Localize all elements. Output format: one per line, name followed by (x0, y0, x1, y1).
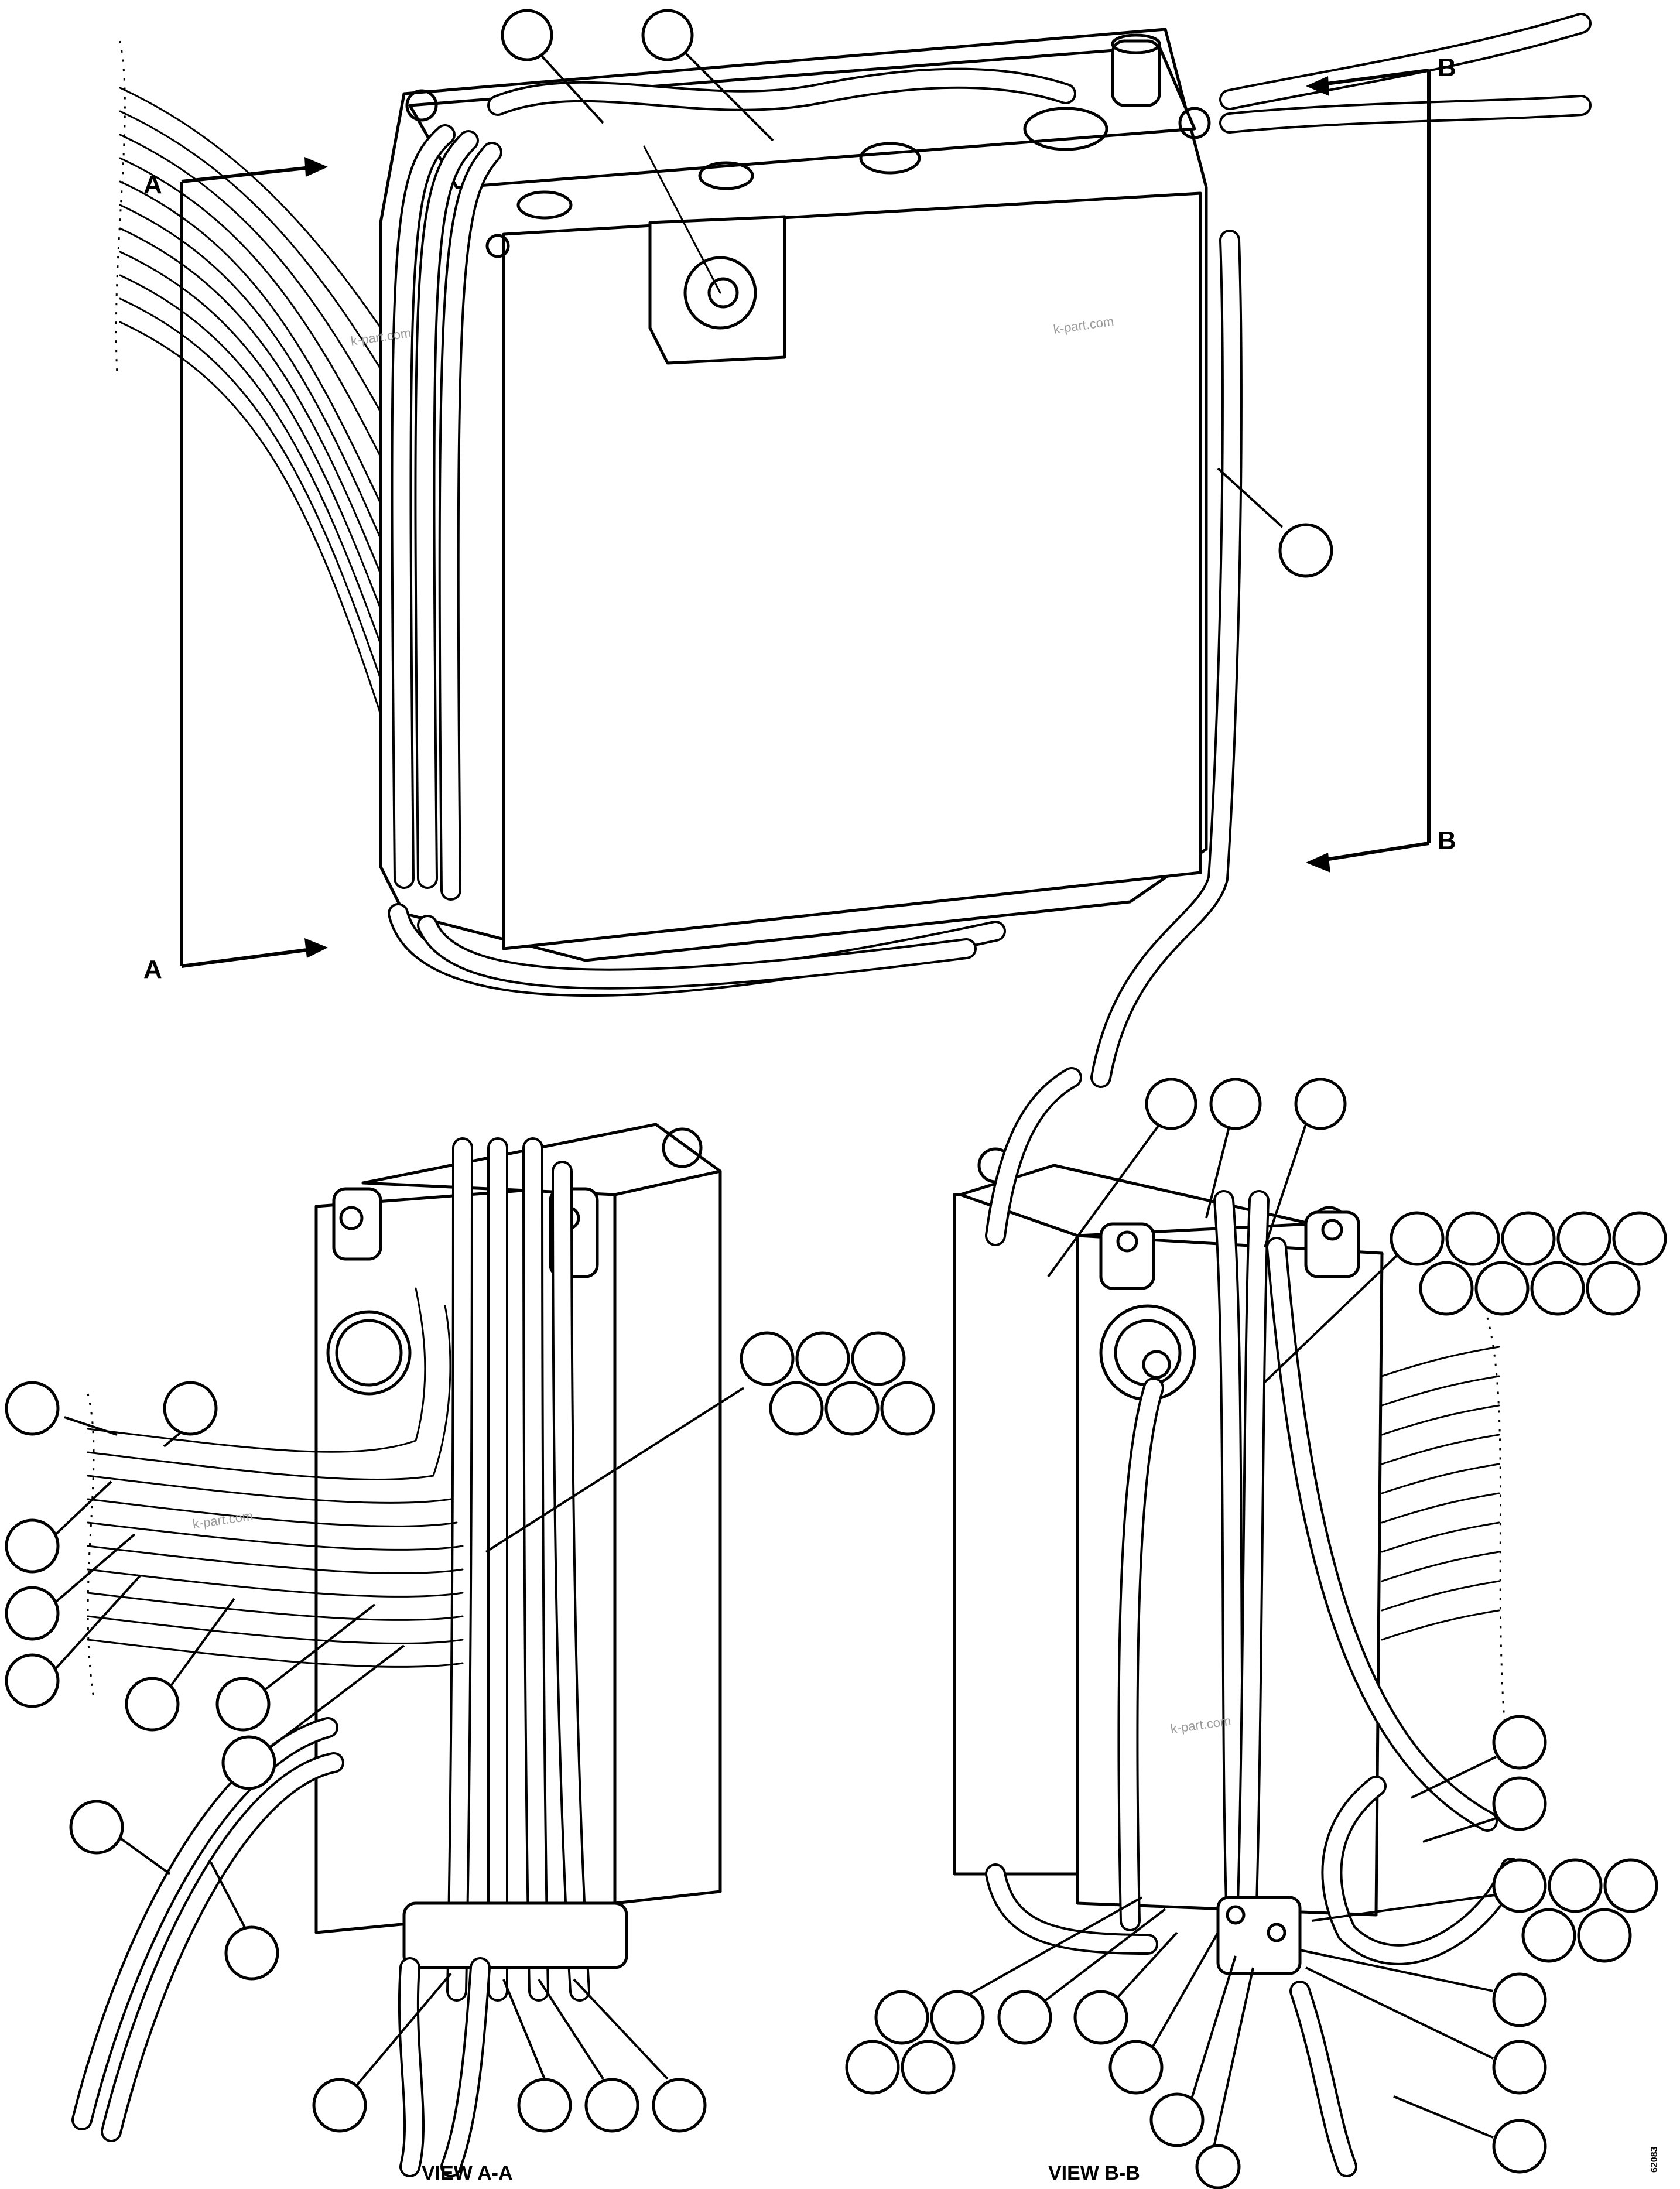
callout-bubble (501, 9, 553, 61)
callouts-main (501, 9, 1333, 578)
section-mark-b-bottom: B (1438, 826, 1456, 855)
view-label-b: VIEW B-B (1048, 2162, 1140, 2184)
main-radiator-view: A A B B k-part.com k-part.com (115, 9, 1592, 1088)
callouts-view-b (845, 1078, 1667, 2189)
section-mark-b-top: B (1438, 53, 1456, 82)
callout-bubble (1278, 523, 1333, 578)
section-arrows (180, 69, 1431, 968)
figure-code: 62083 (1650, 2146, 1660, 2173)
valve-block-icon (1216, 1896, 1302, 1975)
section-mark-a-top: A (143, 170, 162, 199)
section-mark-a-bottom: A (143, 955, 162, 984)
callout-bubble (641, 9, 694, 61)
top-fitting-icon (1023, 107, 1108, 151)
left-cable-bundle (115, 40, 405, 716)
callouts-view-a (5, 1331, 935, 2133)
view-b-b: k-part.com VIEW B-B 62083 (845, 1067, 1667, 2189)
lifting-eye-icon (405, 89, 438, 122)
radiator-core (379, 13, 1592, 1088)
view-a-a: k-part.com VIEW A-A (5, 1123, 935, 2184)
view-label-a: VIEW A-A (422, 2162, 513, 2184)
port-cover-icon (326, 1310, 412, 1396)
reservoir-icon (1111, 39, 1161, 107)
filler-cap-icon (683, 256, 757, 330)
